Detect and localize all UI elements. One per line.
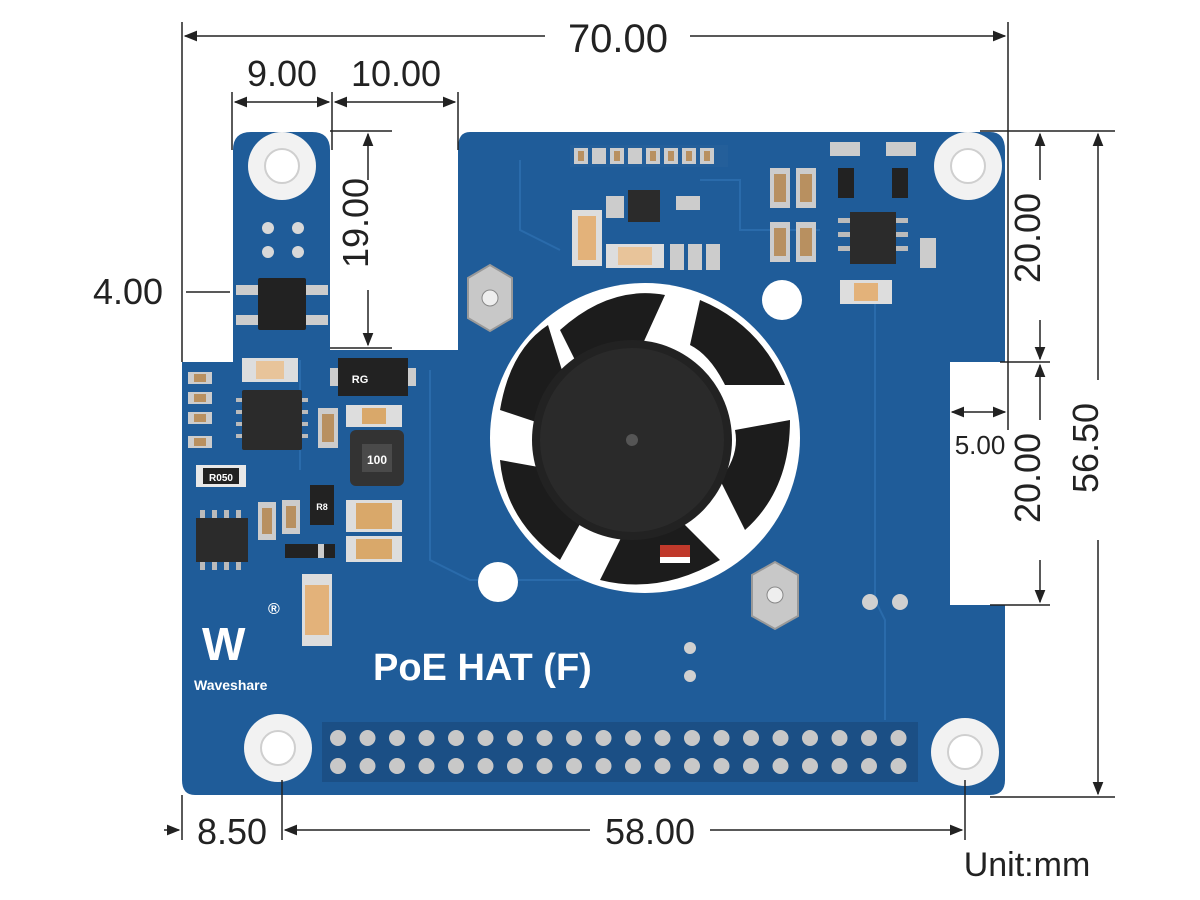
standoff-top (467, 263, 513, 333)
gpio-pin (654, 758, 671, 774)
gpio-pin (861, 758, 877, 774)
gpio-pin (713, 730, 730, 746)
gpio-pin (448, 730, 464, 746)
gpio-pin (359, 730, 376, 746)
gpio-pin (595, 758, 612, 774)
fan-center-dot (626, 434, 638, 446)
board-title: PoE HAT (F) (373, 647, 592, 689)
gpio-pin (389, 730, 405, 746)
smd-caps-left (188, 358, 402, 540)
dim-notch-depth: 5.00 (955, 430, 1006, 460)
gpio-pin (595, 730, 612, 746)
gpio-pin (831, 758, 848, 774)
standoff-bottom (751, 560, 799, 631)
gpio-pin (743, 730, 759, 746)
ic-qfn-left (236, 390, 308, 450)
chip-r8: R8 (310, 485, 334, 525)
gpio-pin (684, 758, 700, 774)
resistor-r050: R050 (196, 465, 246, 487)
unit-label: Unit:mm (964, 846, 1091, 884)
dim-tab-width: 9.00 (247, 53, 317, 94)
gpio-pin (448, 758, 464, 774)
mounting-hole-bottom-left (244, 714, 312, 782)
capacitor-tantalum-1 (346, 500, 402, 532)
ic-mosfet-tab (236, 278, 328, 330)
brand-name: Waveshare (194, 677, 268, 693)
waveshare-logo-mark: W (202, 618, 246, 670)
dim-upper-hole-spacing: 20.00 (1007, 193, 1048, 283)
gpio-pin (890, 730, 907, 746)
dim-total-width: 70.00 (568, 17, 668, 61)
gpio-pin (536, 758, 553, 774)
gpio-pin (713, 758, 730, 774)
diode-rg-label: RG (352, 374, 369, 386)
chip-r8-label: R8 (316, 502, 328, 512)
gpio-pin (831, 730, 848, 746)
mounting-hole-top-left (248, 132, 316, 200)
gpio-pin (654, 730, 671, 746)
inductor-100-label: 100 (367, 453, 387, 467)
gpio-pin (477, 758, 494, 774)
capacitor-vertical (302, 574, 332, 646)
gpio-pin (330, 730, 346, 746)
diode-rg: RG (330, 358, 416, 396)
mounting-hole-top-right (934, 132, 1002, 200)
components: R050 RG 100 R8 (188, 142, 936, 682)
silkscreen: W ® Waveshare PoE HAT (F) (194, 601, 592, 693)
gpio-pin (861, 730, 877, 746)
gpio-pin (536, 730, 553, 746)
dimension-lines (164, 22, 1115, 840)
gpio-pin (890, 758, 907, 774)
gpio-pin (743, 758, 759, 774)
registered-mark: ® (268, 601, 280, 618)
gpio-pin (566, 758, 582, 774)
resistor-r050-label: R050 (209, 473, 233, 484)
gpio-header (322, 722, 918, 782)
dim-left-hole-offset: 8.50 (197, 811, 267, 852)
gpio-pin (418, 758, 435, 774)
dim-lower-hole-spacing: 20.00 (1007, 433, 1048, 523)
gpio-pin (625, 730, 641, 746)
dim-total-height: 56.50 (1065, 403, 1106, 493)
gpio-pin (684, 730, 700, 746)
smd-top-row (570, 145, 728, 167)
gpio-pin (389, 758, 405, 774)
gpio-pin (566, 730, 582, 746)
ic-qfn-top (628, 190, 660, 222)
capacitor-tantalum-2 (346, 536, 402, 562)
inductor-100: 100 (350, 430, 404, 486)
fan-hole-top (762, 280, 802, 320)
gpio-pin (330, 758, 346, 774)
gpio-pin (802, 758, 818, 774)
gpio-pin (802, 730, 818, 746)
mounting-holes (244, 132, 1002, 786)
ic-soic-left (196, 510, 248, 570)
gpio-pin (359, 758, 376, 774)
gpio-pin (418, 730, 435, 746)
smd-top-misc (572, 142, 936, 304)
fan-wire (660, 545, 690, 563)
gpio-pin (625, 758, 641, 774)
mounting-hole-bottom-right (931, 718, 999, 786)
gpio-pin (507, 730, 523, 746)
fan-hole-bottom (478, 562, 518, 602)
diode-small (285, 544, 335, 558)
cooling-fan (490, 283, 800, 593)
dim-tab-gap: 10.00 (351, 53, 441, 94)
gpio-pin (507, 758, 523, 774)
gpio-pin (477, 730, 494, 746)
tab-pads (262, 222, 304, 258)
dim-hole-spacing: 58.00 (605, 811, 695, 852)
dim-tab-height: 19.00 (335, 178, 376, 268)
ic-soic-top-right (838, 212, 908, 264)
dim-tab-offset: 4.00 (93, 271, 163, 312)
dimension-labels: 70.00 9.00 10.00 19.00 4.00 20.00 20.00 … (93, 17, 1106, 884)
gpio-pin (772, 758, 789, 774)
gpio-pin (772, 730, 789, 746)
test-pads (684, 594, 908, 682)
